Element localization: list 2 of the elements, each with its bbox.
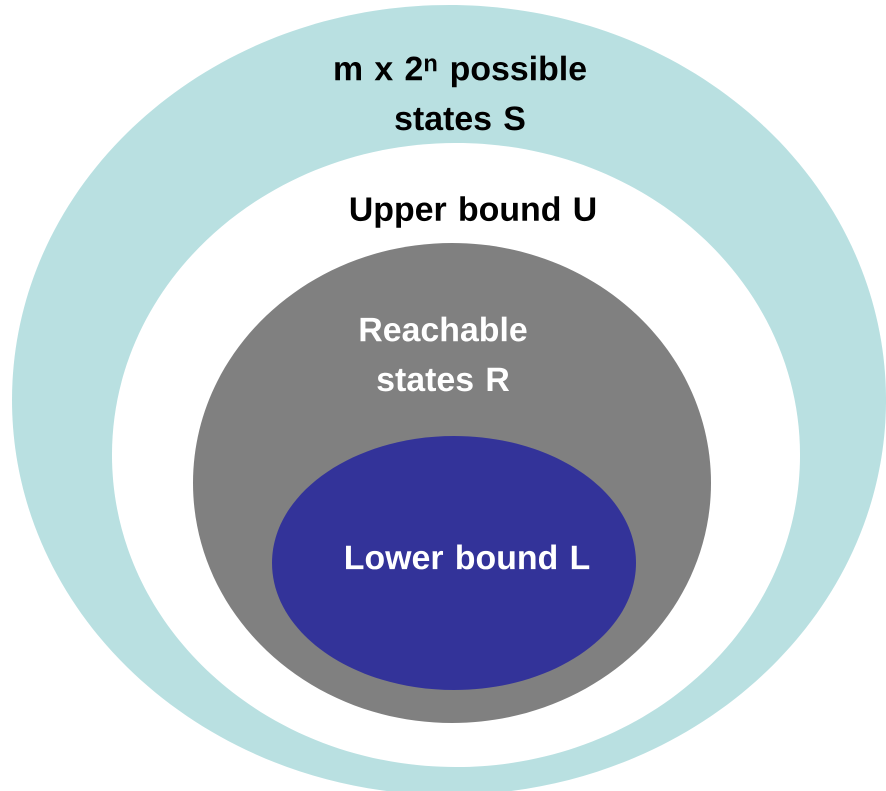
node-label: Upper bound U [350, 196, 596, 228]
ellipse-region: Lower bound L [272, 436, 636, 690]
